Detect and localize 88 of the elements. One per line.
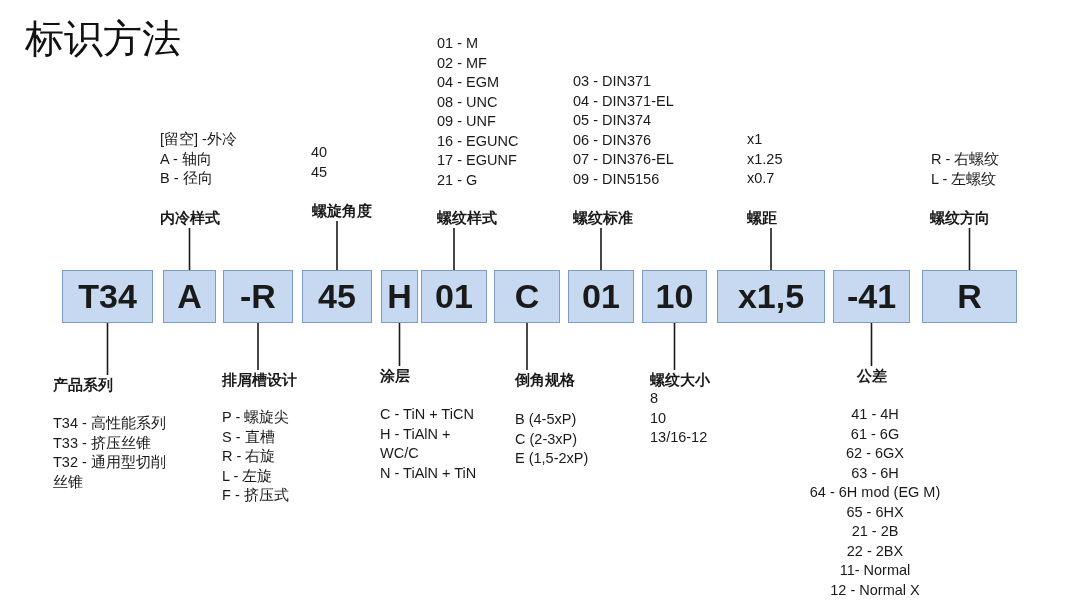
- leader-line: [188, 227, 191, 271]
- code-box: -41: [833, 270, 910, 323]
- code-box: R: [922, 270, 1017, 323]
- code-box: H: [381, 270, 418, 323]
- code-box: 10: [642, 270, 707, 323]
- code-box: T34: [62, 270, 153, 323]
- option-text: N - TiAlN + TiN: [380, 463, 477, 483]
- option-text: 06 - DIN376: [573, 130, 652, 150]
- option-text: A - 轴向: [160, 149, 212, 169]
- option-text: C - TiN + TiCN: [380, 405, 474, 424]
- leader-line: [968, 227, 971, 271]
- option-text: x0.7: [747, 169, 775, 188]
- option-text: T32 - 通用型切削丝锥: [53, 453, 167, 492]
- option-text: 11- Normal: [839, 561, 911, 580]
- category-label: 内冷样式: [160, 208, 220, 228]
- option-text: x1.25: [747, 149, 783, 169]
- category-label: 涂层: [380, 366, 410, 386]
- category-label: 倒角规格: [515, 370, 575, 390]
- option-text: L - 左旋: [222, 466, 273, 486]
- option-text: B - 径向: [160, 169, 213, 188]
- option-text: 45: [311, 162, 328, 182]
- option-text: 05 - DIN374: [573, 111, 652, 130]
- code-box: 45: [302, 270, 372, 323]
- category-label: 公差: [857, 366, 887, 386]
- category-label: 产品系列: [53, 375, 113, 395]
- option-text: T34 - 高性能系列: [53, 414, 166, 433]
- option-text: 21 - 2B: [851, 522, 899, 541]
- leader-line: [106, 322, 109, 376]
- option-text: C (2-3xP): [515, 429, 578, 449]
- option-text: R - 右旋: [222, 447, 276, 466]
- option-text: 08 - UNC: [437, 92, 498, 112]
- option-text: P - 螺旋尖: [222, 408, 290, 427]
- option-text: E (1,5-2xP): [515, 449, 589, 468]
- leader-line: [600, 227, 602, 271]
- code-box: A: [163, 270, 216, 323]
- leader-line: [336, 220, 338, 271]
- option-text: 01 - M: [437, 34, 479, 53]
- option-text: 07 - DIN376-EL: [573, 150, 674, 169]
- option-text: 40: [311, 143, 328, 162]
- option-text: 22 - 2BX: [846, 541, 904, 561]
- option-text: 21 - G: [437, 170, 478, 190]
- option-text: R - 右螺纹: [931, 150, 1000, 169]
- option-text: 04 - EGM: [437, 73, 500, 92]
- leader-line: [870, 322, 873, 367]
- title: 标识方法: [25, 16, 181, 62]
- option-text: 61 - 6G: [850, 424, 900, 444]
- category-label: 螺纹标准: [573, 208, 633, 228]
- option-text: 09 - DIN5156: [573, 169, 660, 189]
- leader-line: [673, 322, 676, 371]
- option-text: 41 - 4H: [851, 405, 899, 424]
- category-label: 螺距: [747, 208, 777, 228]
- option-text: [留空] -外冷: [160, 130, 237, 149]
- code-box: C: [494, 270, 560, 323]
- option-text: 12 - Normal X: [830, 580, 920, 600]
- option-text: 65 - 6HX: [846, 502, 904, 522]
- code-box: 01: [421, 270, 487, 323]
- category-label: 螺纹方向: [930, 208, 990, 228]
- leader-line: [770, 227, 772, 271]
- option-text: B (4-5xP): [515, 410, 577, 429]
- option-text: H - TiAlN + WC/C: [380, 424, 452, 463]
- option-text: x1: [747, 130, 763, 149]
- option-text: 63 - 6H: [851, 463, 899, 483]
- option-text: 17 - EGUNF: [437, 151, 517, 170]
- leader-line: [526, 322, 528, 371]
- option-text: 03 - DIN371: [573, 72, 652, 91]
- leader-line: [453, 227, 455, 271]
- category-label: 螺纹大小: [650, 370, 710, 390]
- code-box: 01: [568, 270, 634, 323]
- category-label: 螺旋角度: [312, 201, 372, 221]
- option-text: 02 - MF: [437, 53, 487, 73]
- option-text: T33 - 挤压丝锥: [53, 433, 151, 453]
- option-text: 10: [650, 408, 667, 428]
- option-text: F - 挤压式: [222, 486, 289, 505]
- option-text: 64 - 6H mod (EG M): [809, 483, 941, 502]
- category-label: 排屑槽设计: [222, 370, 297, 390]
- code-box: -R: [223, 270, 293, 323]
- option-text: 8: [650, 389, 659, 408]
- leader-line: [257, 322, 259, 371]
- option-text: 09 - UNF: [437, 112, 496, 131]
- code-box: x1,5: [717, 270, 825, 323]
- option-text: S - 直槽: [222, 427, 275, 447]
- option-text: 13/16-12: [650, 428, 708, 447]
- option-text: 04 - DIN371-EL: [573, 91, 674, 111]
- leader-line: [398, 322, 401, 367]
- option-text: L - 左螺纹: [931, 169, 997, 189]
- category-label: 螺纹样式: [437, 208, 497, 228]
- option-text: 62 - 6GX: [846, 444, 904, 463]
- option-text: 16 - EGUNC: [437, 131, 519, 151]
